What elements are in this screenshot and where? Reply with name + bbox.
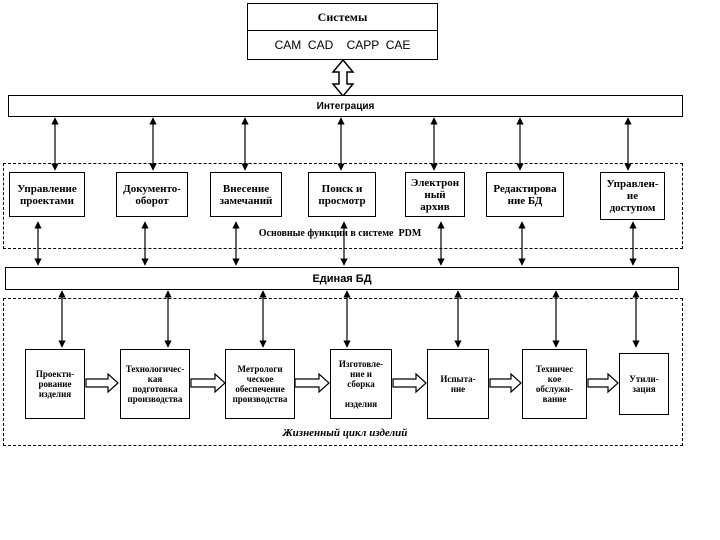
systems-list: CAM CAD CAPP CAE xyxy=(274,38,411,52)
unified-db-bar: Единая БД xyxy=(5,267,679,290)
stage-testing: Испыта- ние xyxy=(427,349,489,419)
function-project-management: Управление проектами xyxy=(9,172,85,217)
flow-arrow-4 xyxy=(392,372,427,394)
lifecycle-region xyxy=(3,298,683,446)
integration-bar: Интеграция xyxy=(8,95,683,117)
systems-integration-arrow xyxy=(331,58,355,98)
flow-arrow-1 xyxy=(85,372,119,394)
stage-maintenance: Техничес кое обслужи- вание xyxy=(522,349,587,419)
stage-manufacturing: Изготовле- ние и сборка изделия xyxy=(330,349,392,419)
stage-design: Проекти- рование изделия xyxy=(25,349,85,419)
function-electronic-archive: Электрон ный архив xyxy=(405,172,465,217)
integration-label: Интеграция xyxy=(316,100,375,112)
stage-metrology: Метрологи ческое обеспечение производств… xyxy=(225,349,295,419)
lifecycle-caption: Жизненный цикл изделий xyxy=(282,427,408,439)
flow-arrow-3 xyxy=(294,372,330,394)
flow-arrow-6 xyxy=(587,372,619,394)
stage-disposal: Утили- зация xyxy=(619,353,669,415)
function-document-flow: Документо- оборот xyxy=(116,172,188,217)
systems-title: Системы xyxy=(248,4,437,31)
function-comments: Внесение замечаний xyxy=(210,172,282,217)
systems-box: Системы CAM CAD CAPP CAE xyxy=(247,3,438,60)
function-search-view: Поиск и просмотр xyxy=(308,172,376,217)
flow-arrow-2 xyxy=(190,372,226,394)
stage-tech-preparation: Технологичес- кая подготовка производств… xyxy=(120,349,190,419)
unified-db-label: Единая БД xyxy=(312,272,372,285)
function-db-editing: Редактирова ние БД xyxy=(486,172,564,217)
flow-arrow-5 xyxy=(489,372,522,394)
pdm-region xyxy=(3,163,683,249)
pdm-caption: Основные функции в системе PDM xyxy=(258,228,422,239)
function-access-control: Управлен- ие доступом xyxy=(600,172,665,220)
